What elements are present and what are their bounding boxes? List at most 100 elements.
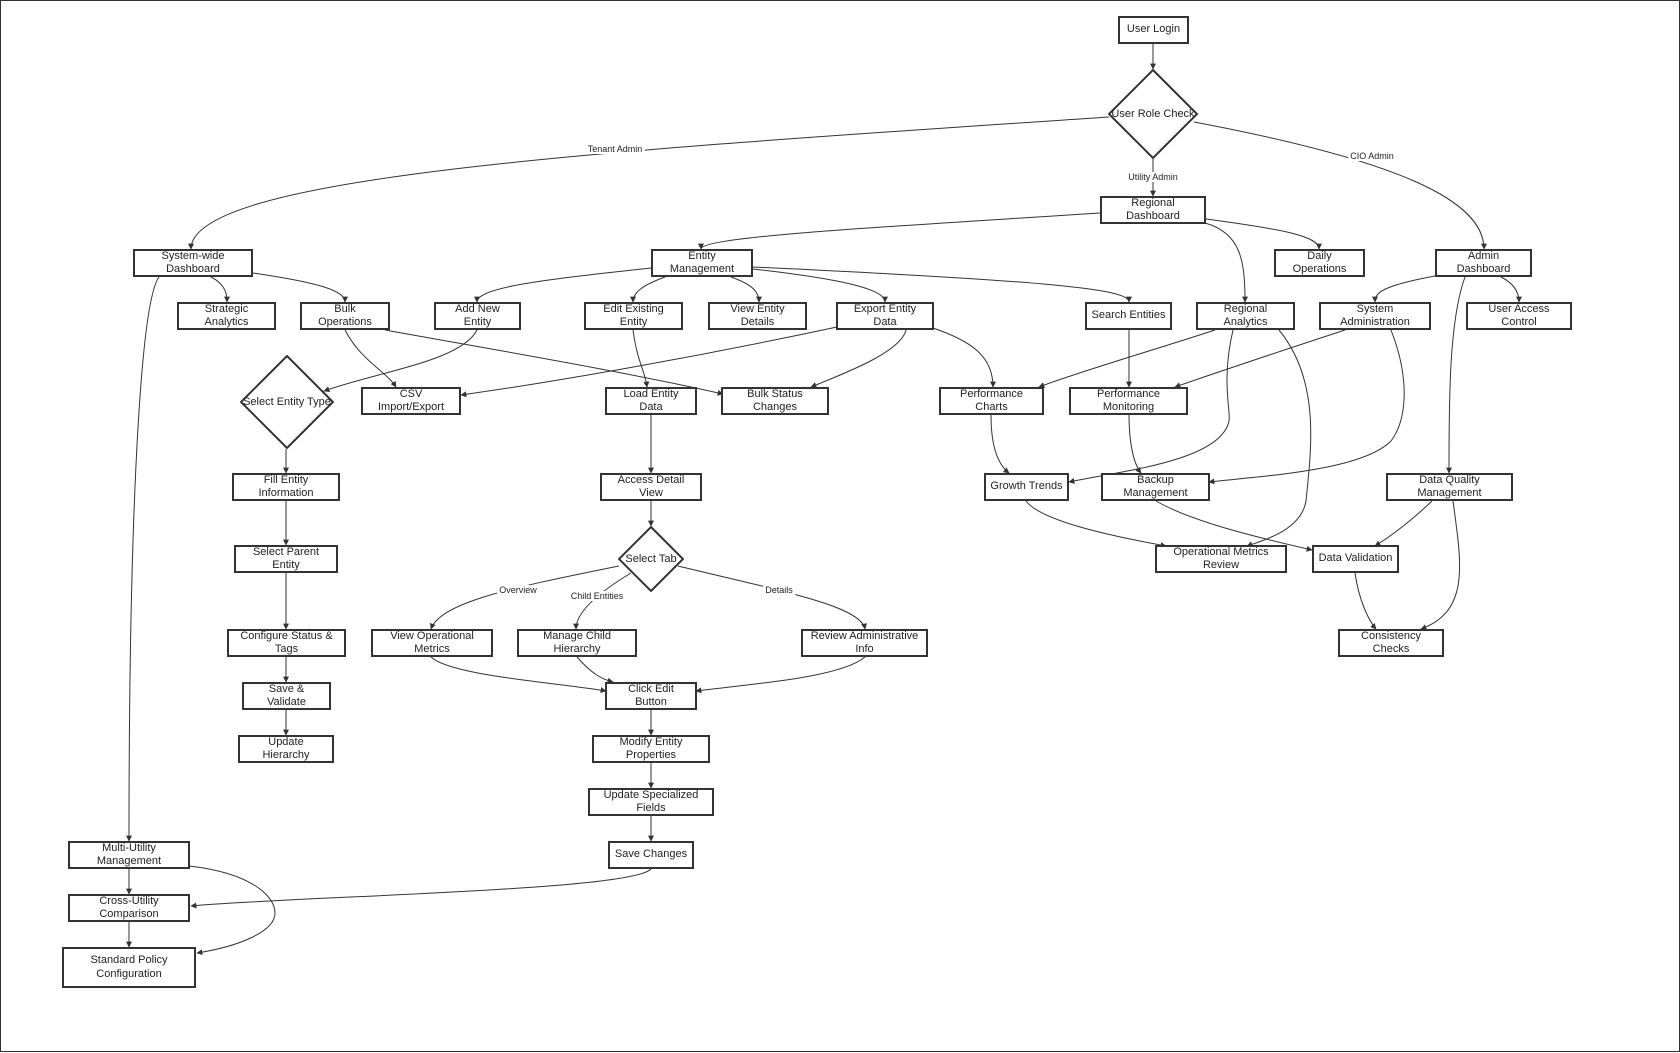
node-search-entities[interactable]: Search Entities <box>1085 302 1172 330</box>
edge-sysadmin-perfmonitoring <box>1174 329 1346 389</box>
node-cross-utility-comparison[interactable]: Cross-Utility Comparison <box>68 894 190 922</box>
node-label: Bulk Operations <box>318 302 372 328</box>
edge-datavalidation-consistency <box>1354 572 1377 630</box>
node-consistency-checks[interactable]: Consistency Checks <box>1338 629 1444 657</box>
edge-export-perfcharts <box>932 327 996 388</box>
node-update-specialized-fields[interactable]: Update Specialized Fields <box>588 788 714 816</box>
node-data-validation[interactable]: Data Validation <box>1312 545 1399 573</box>
edge-adminfo-clickedit <box>695 656 866 694</box>
node-access-detail-view[interactable]: Access Detail View <box>600 473 702 501</box>
node-view-operational-metrics[interactable]: View Operational Metrics <box>371 629 493 657</box>
node-update-hierarchy[interactable]: Update Hierarchy <box>238 735 334 763</box>
node-label: Select Parent Entity <box>252 545 320 571</box>
edge-admin-useraccess <box>1500 276 1522 303</box>
node-select-parent-entity[interactable]: Select Parent Entity <box>234 545 338 573</box>
node-label: Select Tab <box>625 553 677 565</box>
node-operational-metrics-review[interactable]: Operational Metrics Review <box>1155 545 1287 573</box>
node-system-administration[interactable]: System Administration <box>1319 302 1431 330</box>
node-fill-entity-information[interactable]: Fill Entity Information <box>232 473 340 501</box>
node-label: Daily Operations <box>1292 249 1347 275</box>
edge-selecttab-childhierarchy <box>573 572 632 630</box>
node-select-entity-type[interactable]: Select Entity Type <box>240 355 334 449</box>
node-growth-trends[interactable]: Growth Trends <box>984 473 1069 501</box>
node-review-administrative-info[interactable]: Review Administrative Info <box>801 629 928 657</box>
node-load-entity-data[interactable]: Load Entity Data <box>605 387 697 415</box>
node-label: Standard Policy Configuration <box>90 954 168 980</box>
node-label: Save & Validate <box>267 682 306 708</box>
edge-regionalanalytics-growth <box>1068 329 1234 484</box>
node-label: Export Entity Data <box>853 302 917 328</box>
node-multi-utility-management[interactable]: Multi-Utility Management <box>68 841 190 869</box>
node-add-new-entity[interactable]: Add New Entity <box>434 302 521 330</box>
node-performance-monitoring[interactable]: Performance Monitoring <box>1069 387 1188 415</box>
node-label: Update Hierarchy <box>262 735 310 761</box>
edge-entitymgmt-addnew <box>474 267 652 303</box>
node-edit-existing-entity[interactable]: Edit Existing Entity <box>584 302 683 330</box>
edge-label-overview: Overview <box>497 585 539 595</box>
node-strategic-analytics[interactable]: Strategic Analytics <box>177 302 276 330</box>
node-daily-operations[interactable]: Daily Operations <box>1274 249 1365 277</box>
edge-childhierarchy-clickedit <box>576 656 614 684</box>
node-entity-management[interactable]: Entity Management <box>651 249 753 277</box>
edge-systemwide-strategic <box>210 276 230 303</box>
diamond-shape <box>618 526 684 592</box>
edge-label-utility-admin: Utility Admin <box>1126 172 1180 182</box>
node-manage-child-hierarchy[interactable]: Manage Child Hierarchy <box>517 629 637 657</box>
edge-regional-entitymgmt <box>698 212 1101 250</box>
node-select-tab[interactable]: Select Tab <box>618 526 684 592</box>
node-label: Access Detail View <box>617 473 685 499</box>
node-label: Regional Analytics <box>1223 302 1268 328</box>
node-system-wide-dashboard[interactable]: System-wide Dashboard <box>133 249 253 277</box>
node-bulk-operations[interactable]: Bulk Operations <box>300 302 390 330</box>
node-regional-dashboard[interactable]: Regional Dashboard <box>1100 196 1206 224</box>
edge-admin-sysadmin <box>1372 275 1436 303</box>
edge-systemwide-multiutility <box>126 276 160 842</box>
node-user-login[interactable]: User Login <box>1118 16 1189 44</box>
edge-regionalanalytics-opsreview <box>1246 329 1312 548</box>
node-label: Review Administrative Info <box>810 629 919 655</box>
node-label: Growth Trends <box>990 480 1063 493</box>
node-export-entity-data[interactable]: Export Entity Data <box>836 302 934 330</box>
edge-entitymgmt-export <box>752 268 888 303</box>
node-user-role-check[interactable]: User Role Check <box>1108 69 1198 159</box>
node-label: Save Changes <box>614 848 688 861</box>
node-label: Strategic Analytics <box>204 302 249 328</box>
node-configure-status-tags[interactable]: Configure Status & Tags <box>227 629 346 657</box>
node-label: Add New Entity <box>455 302 500 328</box>
node-view-entity-details[interactable]: View Entity Details <box>708 302 807 330</box>
node-label: Bulk Status Changes <box>747 387 803 413</box>
node-backup-management[interactable]: Backup Management <box>1101 473 1210 501</box>
node-label: User Role Check <box>1111 108 1195 120</box>
node-label: Cross-Utility Comparison <box>99 894 159 920</box>
edge-dataquality-consistency <box>1420 500 1461 630</box>
node-regional-analytics[interactable]: Regional Analytics <box>1196 302 1295 330</box>
node-click-edit-button[interactable]: Click Edit Button <box>605 682 697 710</box>
node-label: View Operational Metrics <box>390 629 474 655</box>
node-modify-entity-properties[interactable]: Modify Entity Properties <box>592 735 710 763</box>
node-bulk-status-changes[interactable]: Bulk Status Changes <box>721 387 829 415</box>
node-admin-dashboard[interactable]: Admin Dashboard <box>1435 249 1532 277</box>
node-save-changes[interactable]: Save Changes <box>608 841 694 869</box>
node-user-access-control[interactable]: User Access Control <box>1466 302 1572 330</box>
node-label: Performance Monitoring <box>1097 387 1160 413</box>
node-label: Click Edit Button <box>628 682 674 708</box>
edge-addnew-selecttype <box>323 329 478 393</box>
node-label: Multi-Utility Management <box>96 841 162 867</box>
node-csv-import-export[interactable]: CSV Import/Export <box>361 387 461 415</box>
node-standard-policy-configuration[interactable]: Standard Policy Configuration <box>62 947 196 988</box>
node-label: Admin Dashboard <box>1456 249 1511 275</box>
edge-backup-datavalidation <box>1155 500 1313 552</box>
edge-perfmonitoring-backup <box>1128 414 1142 474</box>
diamond-shape <box>240 355 334 449</box>
node-label: Data Quality Management <box>1417 473 1482 499</box>
node-label: System-wide Dashboard <box>161 249 225 275</box>
node-performance-charts[interactable]: Performance Charts <box>939 387 1044 415</box>
edge-selecttab-adminfo <box>677 565 868 630</box>
node-label: Operational Metrics Review <box>1173 545 1269 571</box>
node-label: User Login <box>1126 23 1181 36</box>
edge-regional-daily <box>1205 218 1322 250</box>
node-save-validate[interactable]: Save & Validate <box>242 682 331 710</box>
node-label: CSV Import/Export <box>377 387 445 413</box>
node-data-quality-management[interactable]: Data Quality Management <box>1386 473 1513 501</box>
edge-entitymgmt-search <box>752 266 1132 303</box>
